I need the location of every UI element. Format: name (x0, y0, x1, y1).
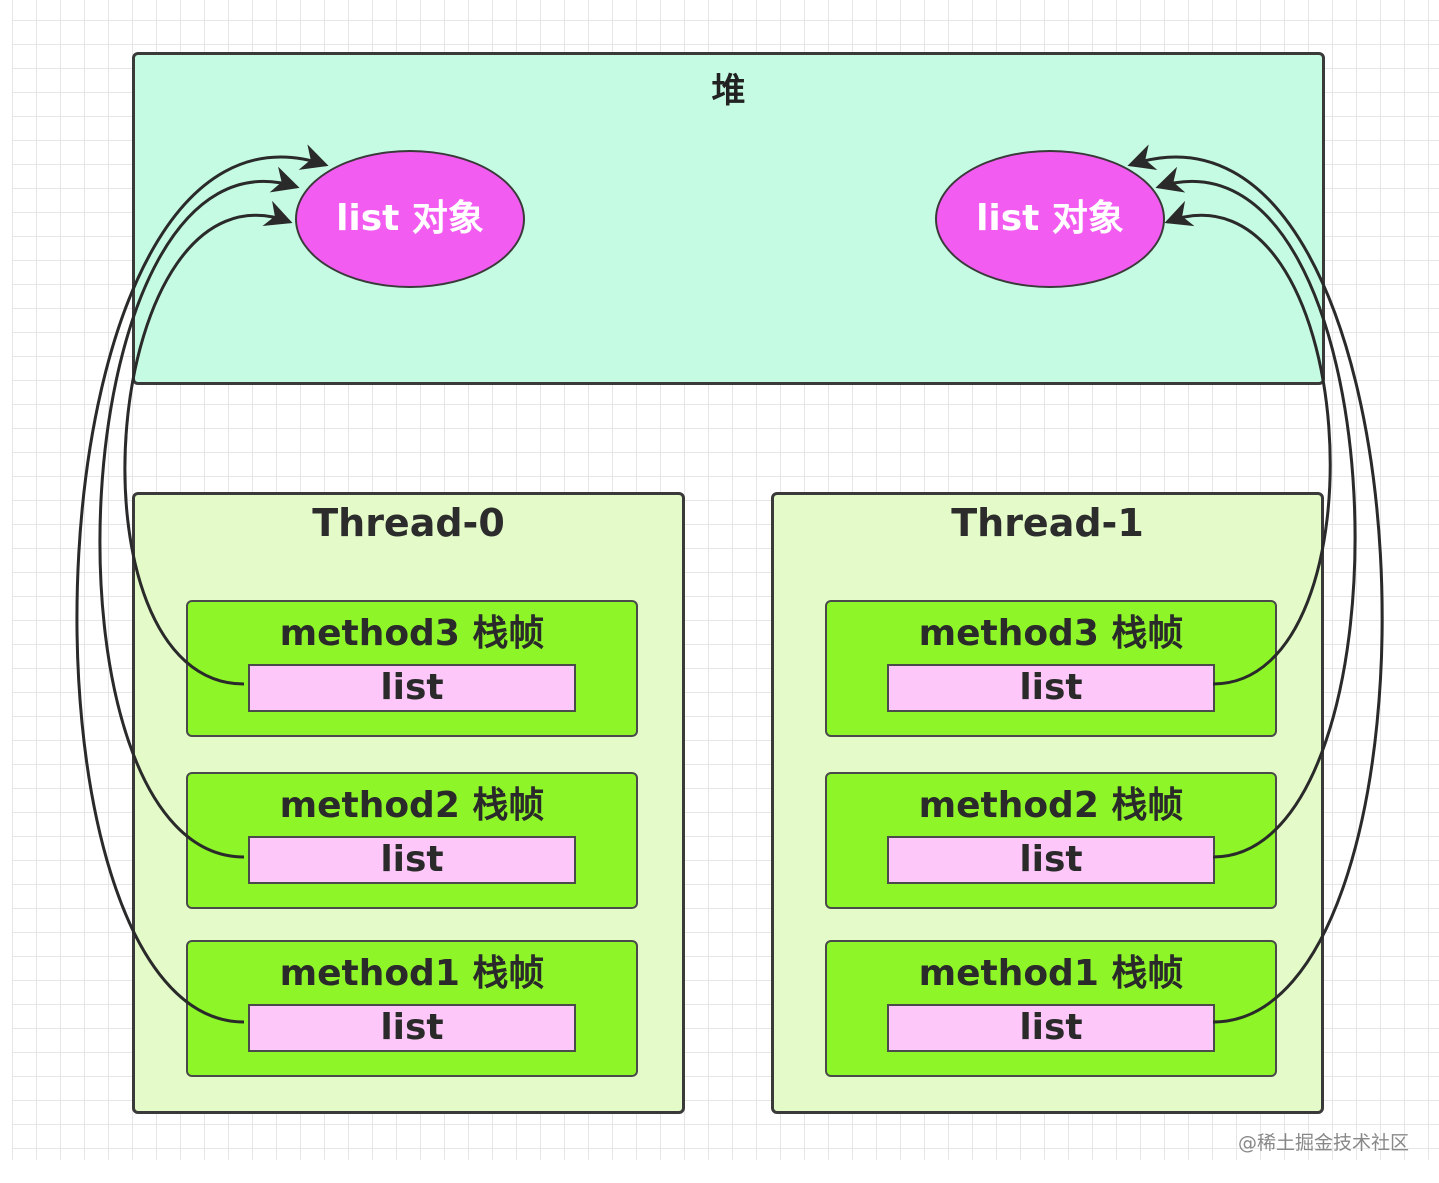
thread-1-frame-method1: method1 栈帧 list (825, 940, 1277, 1077)
frame-title: method2 栈帧 (279, 785, 545, 826)
thread-0-frame-method1: method1 栈帧 list (186, 940, 638, 1077)
heap-object-list-0: list 对象 (295, 150, 525, 288)
frame-title: method3 栈帧 (918, 613, 1184, 654)
thread-1-stack: Thread-1 method3 栈帧 list method2 栈帧 list… (771, 492, 1324, 1114)
frame-title: method1 栈帧 (918, 953, 1184, 994)
frame-title: method1 栈帧 (279, 953, 545, 994)
local-var-list: list (248, 836, 576, 884)
frame-title: method2 栈帧 (918, 785, 1184, 826)
heap-object-list-1: list 对象 (935, 150, 1165, 288)
thread-0-stack: Thread-0 method3 栈帧 list method2 栈帧 list… (132, 492, 685, 1114)
thread-0-frame-method2: method2 栈帧 list (186, 772, 638, 909)
thread-1-frame-method2: method2 栈帧 list (825, 772, 1277, 909)
frame-title: method3 栈帧 (279, 613, 545, 654)
local-var-list: list (887, 836, 1215, 884)
thread-1-title: Thread-1 (951, 501, 1144, 545)
local-var-list: list (248, 664, 576, 712)
local-var-list: list (887, 664, 1215, 712)
watermark: @稀土掘金技术社区 (1237, 1132, 1409, 1154)
heap-title: 堆 (711, 71, 746, 111)
thread-1-frame-method3: method3 栈帧 list (825, 600, 1277, 737)
thread-0-frame-method3: method3 栈帧 list (186, 600, 638, 737)
local-var-list: list (248, 1004, 576, 1052)
thread-0-title: Thread-0 (312, 501, 505, 545)
local-var-list: list (887, 1004, 1215, 1052)
